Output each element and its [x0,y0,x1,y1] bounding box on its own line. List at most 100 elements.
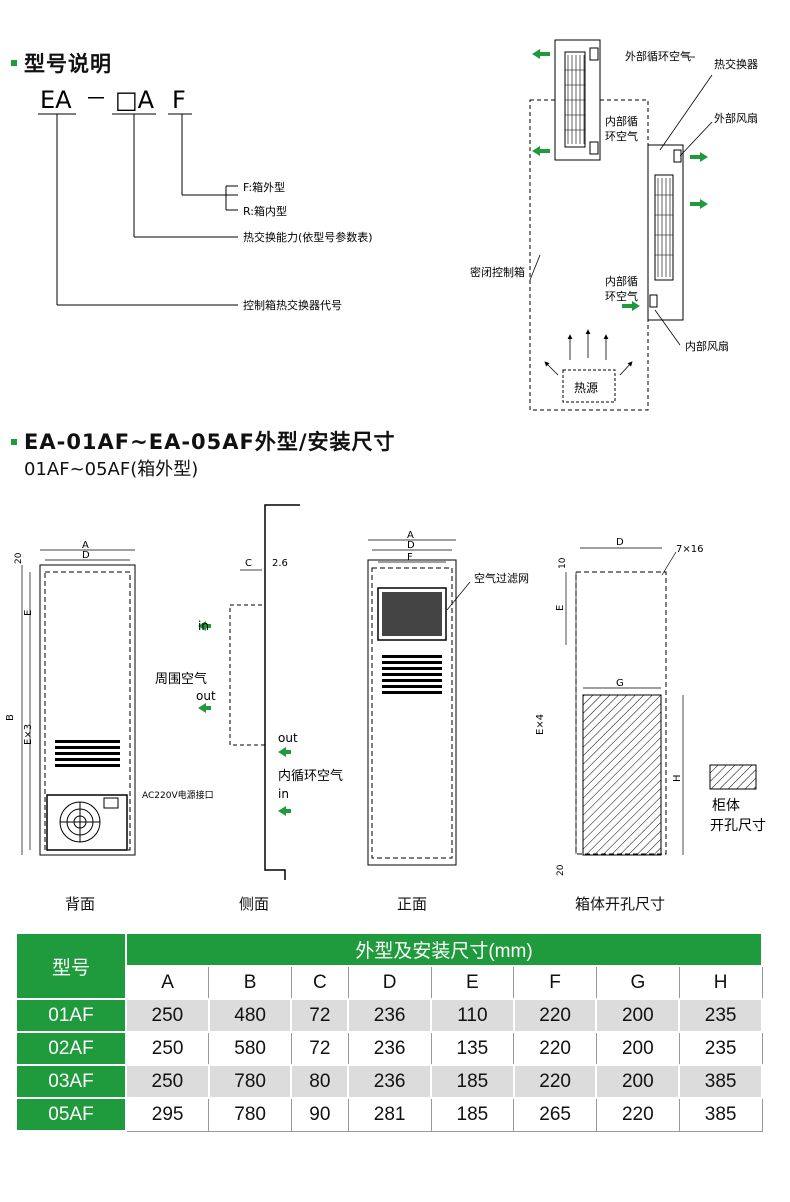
dim-cut-top: 10 [558,557,568,569]
dimension-drawings: A D 20 E B E×3 AC220V电源接口 C 2.6 in 周围空气 … [5,504,766,880]
table-cell: 80 [290,1064,350,1099]
side-view: C 2.6 in 周围空气 out out 内循环空气 in [155,504,343,880]
table-cell: 236 [347,1064,432,1099]
dim-cut-hole: 7×16 [676,544,703,555]
dim-front-d: D [407,540,415,551]
side-inner-air: 内循环空气 [278,768,343,784]
view-label-back: 背面 [64,895,95,913]
table-cell: 200 [595,1031,680,1066]
table-cell: 110 [430,998,515,1033]
table-row: 02AF 250 580 72 236 135 220 200 235 [15,1031,763,1066]
table-cell: 250 [125,1064,210,1099]
dim-back-a: A [82,540,89,551]
branch-capacity: 热交换能力(依型号参数表) [243,230,373,244]
branch-code: 控制箱热交换器代号 [243,298,342,312]
table-cell: 72 [290,1031,349,1066]
dim-cut-e4: E×4 [535,714,546,735]
label-inner-air-side-b: 环空气 [605,289,638,303]
dim-side-c: C [245,558,252,569]
dim-cut-h: H [672,774,683,782]
table-cell: 780 [207,1064,293,1099]
table-cell: 135 [430,1031,515,1066]
code-capacity: □A [115,86,155,114]
section-bullet [11,439,17,445]
model-code-diagram: EA － □A F F:箱外型 R:箱内型 热交换能力(依型号参数表) 控制箱热… [38,86,373,312]
label-outer-fan: 外部风扇 [714,111,758,125]
section-subtitle: 01AF~05AF(箱外型) [24,459,199,480]
label-heat-exchanger: 热交换器 [714,57,758,71]
dim-front-a: A [407,530,414,541]
dim-cut-d: D [616,537,624,548]
section-title-dimensions: EA-01AF~EA-05AF外型/安装尺寸 [24,430,396,454]
table-cell: 220 [513,1031,597,1066]
table-cell: 250 [125,1031,210,1066]
airflow-schematic: 外部循环空气 热交换器 外部风扇 内部循 环空气 密闭控制箱 内部循 环空气 内… [470,39,758,411]
legend-label-a: 柜体 [712,798,740,814]
table-cell: 200 [595,998,681,1033]
table-cell: 72 [290,998,350,1033]
table-row: 03AF 250 780 80 236 185 220 200 385 [15,1064,763,1099]
col-header: F [513,965,597,1000]
view-label-cutout: 箱体开孔尺寸 [574,895,665,913]
front-view: A D F 空气过滤网 [367,530,529,866]
label-outer-air: 外部循环空气 [625,49,691,63]
side-in-bottom: in [278,787,289,801]
table-cell: 185 [430,1097,515,1132]
legend-label-b: 开孔尺寸 [710,818,766,834]
table-cell: 250 [125,998,210,1033]
legend-swatch [709,764,757,790]
table-cell: 235 [678,1031,763,1066]
back-view: A D 20 E B E×3 AC220V电源接口 [5,540,214,856]
table-cell: 236 [347,1031,432,1066]
cutout-view: D 7×16 10 E E×4 G H 20 柜体 开孔尺寸 [535,537,766,876]
section-bullet [11,60,17,66]
branch-f: F:箱外型 [243,180,285,194]
table-cell: 220 [595,1097,680,1132]
row-model: 02AF [15,1031,127,1066]
table-cell: 185 [430,1064,515,1099]
view-label-side: 侧面 [238,895,269,913]
row-model: 03AF [15,1064,127,1099]
table-cell: 780 [208,1097,292,1132]
col-header: G [595,965,680,1000]
code-type: F [172,86,186,114]
table-cell: 265 [513,1097,597,1132]
table-cell: 235 [678,998,763,1033]
dim-back-e3: E×3 [23,724,34,745]
heat-source-box [562,369,616,403]
label-inner-fan: 内部风扇 [685,339,729,353]
dim-cut-e: E [555,605,566,611]
cutout-hatch [582,694,662,856]
dim-side-t: 2.6 [272,558,288,569]
col-header: H [678,965,763,1000]
dim-front-f: F [407,552,413,563]
spec-table: 型号 外型及安装尺寸(mm) A B C D E F G H 01AF 250 … [15,932,763,1132]
table-row: 05AF 295 780 90 281 185 265 220 385 [15,1097,763,1132]
view-label-front: 正面 [396,895,427,913]
code-dash: － [85,87,107,112]
dim-cut-bottom: 20 [556,864,566,876]
table-cell: 580 [208,1031,292,1066]
col-header: B [208,965,292,1000]
table-cell: 220 [512,998,598,1033]
side-ambient: 周围空气 [155,671,207,687]
label-inner-air-side-a: 内部循 [605,274,638,288]
table-cell: 236 [347,998,432,1033]
table-cell: 480 [207,998,293,1033]
front-filter-label: 空气过滤网 [474,571,529,585]
code-ea: EA [40,86,72,114]
table-cell: 90 [290,1097,349,1132]
dim-back-top: 20 [14,552,24,564]
label-sealed-box: 密闭控制箱 [470,265,525,279]
table-cell: 220 [512,1064,598,1099]
side-in-top: in [198,619,209,633]
label-inner-air-top-a: 内部循 [605,114,638,128]
dim-back-d: D [82,550,90,561]
table-cell: 281 [347,1097,432,1132]
col-header: C [290,965,349,1000]
col-header: D [347,965,432,1000]
table-row: 01AF 250 480 72 236 110 220 200 235 [15,998,763,1033]
col-header: E [430,965,515,1000]
branch-r: R:箱内型 [243,204,287,218]
table-cell: 385 [678,1064,763,1099]
